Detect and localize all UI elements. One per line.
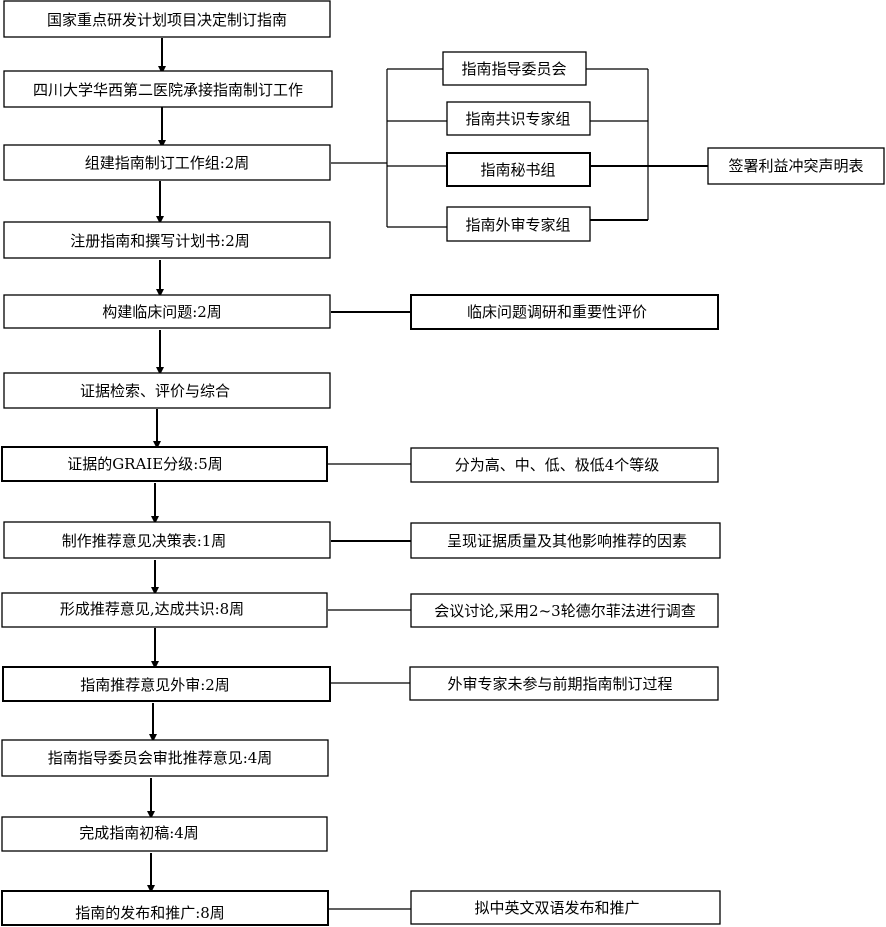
step-box-8 bbox=[3, 521, 331, 559]
step-box-13 bbox=[1, 890, 329, 926]
step-label-9: 形成推荐意见,达成共识:8周 bbox=[60, 600, 244, 618]
step-box-3 bbox=[3, 144, 331, 181]
step-label-10: 指南推荐意见外审:2周 bbox=[80, 676, 230, 694]
note-label-1: 临床问题调研和重要性评价 bbox=[467, 303, 647, 321]
step-box-10 bbox=[2, 666, 331, 702]
note-box-3 bbox=[410, 522, 721, 559]
step-box-2 bbox=[3, 70, 333, 108]
step-label-2: 四川大学华西第二医院承接指南制订工作 bbox=[33, 81, 303, 99]
note-box-6 bbox=[410, 890, 721, 925]
step-label-11: 指南指导委员会审批推荐意见:4周 bbox=[48, 749, 273, 767]
step-label-8: 制作推荐意见决策表:1周 bbox=[62, 532, 227, 550]
step-box-7 bbox=[1, 446, 328, 482]
note-label-2: 分为高、中、低、极低4个等级 bbox=[455, 456, 660, 474]
note-box-5 bbox=[409, 666, 719, 701]
note-box-2 bbox=[410, 447, 719, 483]
step-box-9 bbox=[1, 592, 328, 628]
group-label-2: 指南共识专家组 bbox=[465, 110, 570, 128]
group-box-3 bbox=[446, 152, 591, 187]
step-box-5 bbox=[3, 294, 331, 329]
conflict-box bbox=[707, 147, 885, 185]
step-label-6: 证据检索、评价与综合 bbox=[80, 382, 230, 400]
note-label-4: 会议讨论,采用2~3轮德尔菲法进行调查 bbox=[434, 602, 695, 620]
step-label-7: 证据的GRAIE分级:5周 bbox=[67, 455, 223, 473]
step-label-4: 注册指南和撰写计划书:2周 bbox=[70, 232, 250, 250]
step-label-12: 完成指南初稿:4周 bbox=[79, 824, 199, 842]
step-label-13: 指南的发布和推广:8周 bbox=[75, 904, 225, 922]
step-label-1: 国家重点研发计划项目决定制订指南 bbox=[47, 11, 287, 29]
group-label-3: 指南秘书组 bbox=[480, 161, 555, 179]
step-box-6 bbox=[3, 372, 331, 409]
note-label-5: 外审专家未参与前期指南制订过程 bbox=[447, 675, 672, 693]
step-box-12 bbox=[1, 816, 328, 852]
step-box-4 bbox=[3, 221, 331, 259]
group-box-1 bbox=[442, 51, 587, 86]
conflict-label: 签署利益冲突声明表 bbox=[728, 157, 863, 175]
step-box-11 bbox=[1, 739, 329, 777]
group-box-4 bbox=[446, 206, 591, 242]
step-box-1 bbox=[3, 0, 331, 38]
step-label-5: 构建临床问题:2周 bbox=[102, 303, 222, 321]
note-box-4 bbox=[410, 593, 719, 628]
group-label-1: 指南指导委员会 bbox=[461, 60, 566, 78]
group-label-4: 指南外审专家组 bbox=[465, 216, 570, 234]
note-label-3: 呈现证据质量及其他影响推荐的因素 bbox=[447, 532, 687, 550]
note-label-6: 拟中英文双语发布和推广 bbox=[474, 899, 639, 917]
step-label-3: 组建指南制订工作组:2周 bbox=[85, 154, 250, 172]
note-box-1 bbox=[410, 294, 719, 330]
group-box-2 bbox=[446, 101, 591, 136]
